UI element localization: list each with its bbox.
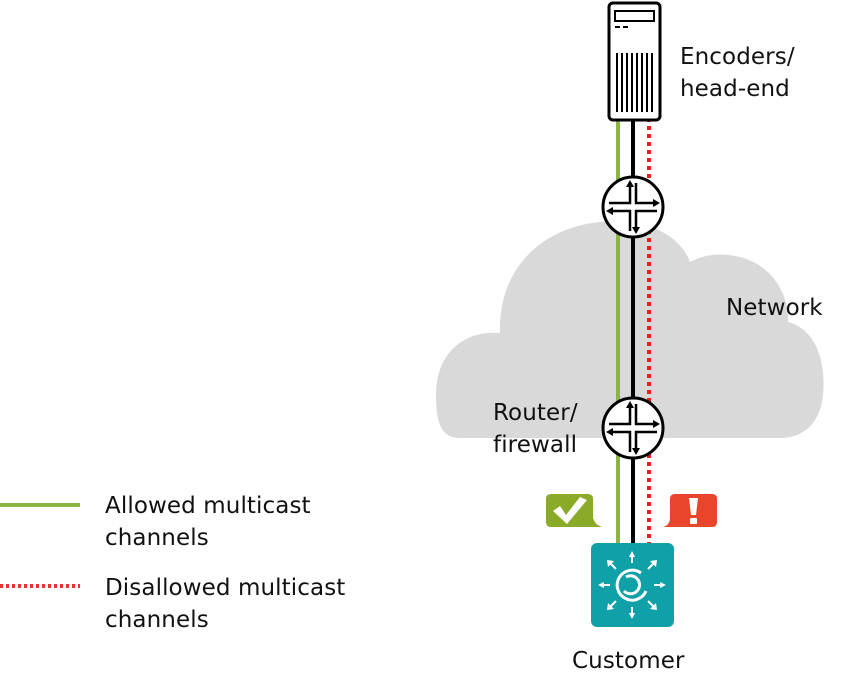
legend-allowed-label: Allowed multicast channels (105, 493, 311, 551)
checkmark-icon (553, 497, 587, 524)
network-label: Network (726, 295, 823, 321)
disallowed-badge (663, 494, 717, 527)
allowed-badge (546, 494, 602, 527)
router-label: Router/ firewall (493, 400, 578, 458)
server-icon (607, 1, 662, 122)
customer-label: Customer (572, 648, 685, 674)
legend-disallowed-label: Disallowed multicast channels (105, 575, 346, 633)
cloud-icon (436, 221, 824, 438)
legend-swatches (0, 503, 80, 588)
customer-switch-icon (591, 543, 674, 627)
exclamation-icon (689, 498, 698, 524)
router-icon-top (601, 175, 665, 239)
encoders-label: Encoders/ head-end (680, 44, 795, 102)
router-icon (601, 396, 665, 460)
